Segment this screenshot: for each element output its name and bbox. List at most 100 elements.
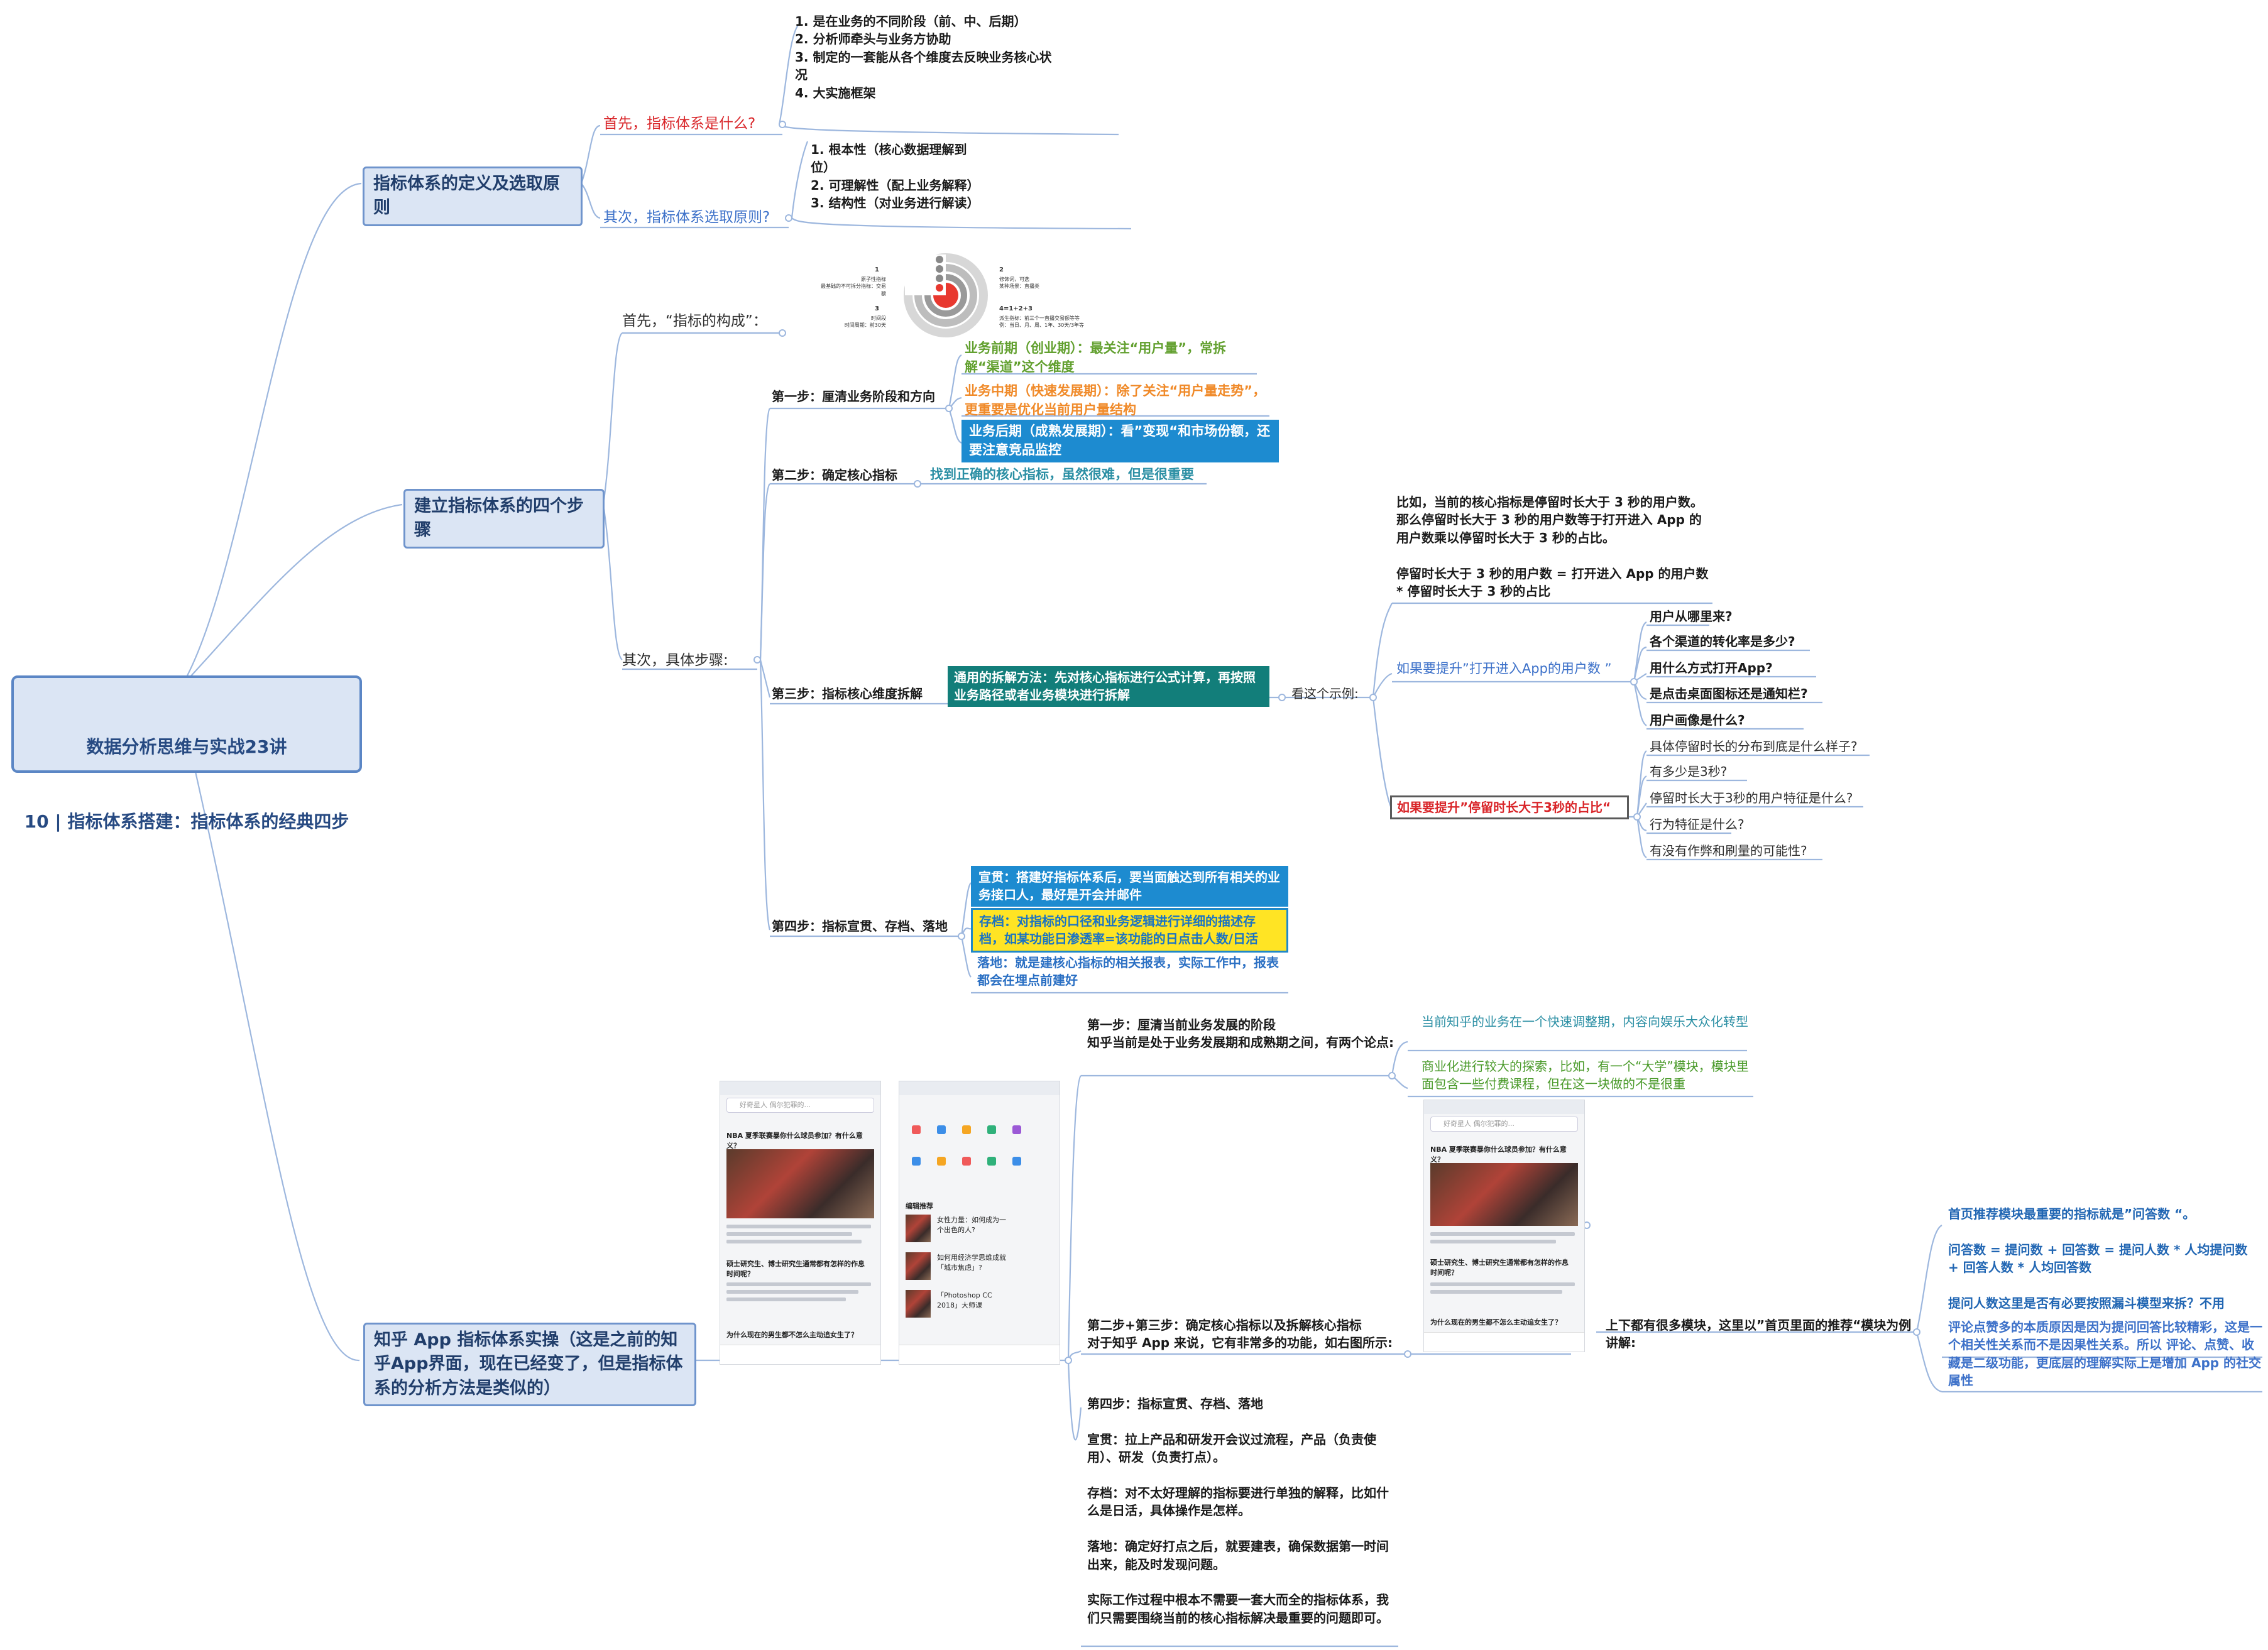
principle-list: 1. 根本性（核心数据理解到位） 2. 可理解性（配上业务解释） 3. 结构性（… (811, 142, 980, 211)
zhihu-step1-point-b[interactable]: 商业化进行较大的探索，比如，有一个“大学”模块，模块里面包含一些付费课程，但在这… (1422, 1059, 1749, 1092)
zhihu-step1[interactable]: 第一步：厘清当前业务发展的阶段 知乎当前是处于业务发展期和成熟期之间，有两个论点… (1087, 1017, 1394, 1051)
zhihu-analysis-social: 评论点赞多的本质原因是因为提问回答比较精彩，这是一个相关性关系而不是因果性关系。… (1948, 1319, 2262, 1389)
text-line (726, 1298, 846, 1301)
ring-badge-1 (936, 284, 943, 292)
step3-example-text: 比如，当前的核心指标是停留时长大于 3 秒的用户数。那么停留时长大于 3 秒的用… (1396, 494, 1709, 599)
zhihu-step4[interactable]: 第四步：指标宣贯、存档、落地 宣贯：拉上产品和研发开会议过流程，产品（负责使用）… (1087, 1396, 1389, 1625)
status-bar (720, 1081, 880, 1095)
text-line (1430, 1282, 1575, 1286)
b1-item-2[interactable]: 各个渠道的转化率是多少? (1650, 634, 1795, 649)
status-bar (899, 1081, 1060, 1095)
course-thumb (906, 1252, 931, 1280)
bottom-tab-bar[interactable] (1424, 1332, 1584, 1352)
branch-open-app-users[interactable]: 如果要提升”打开进入App的用户数 ” (1396, 661, 1612, 676)
ring-text-2: 修饰词，可选 某种场景：直播类 (999, 276, 1039, 290)
search-input[interactable]: 好奇星人 偶尔犯罪的... (726, 1098, 874, 1113)
module-icon[interactable] (937, 1125, 946, 1134)
feed-photo (1430, 1163, 1578, 1226)
step4-label[interactable]: 第四步：指标宣贯、存档、落地 (772, 919, 948, 934)
root-topic[interactable]: 数据分析思维与实战23讲 10 | 指标体系搭建：指标体系的经典四步 (11, 675, 362, 832)
step4-archive[interactable]: 存档：对指标的口径和业务逻辑进行详细的描述存档，如某功能日渗透率=该功能的日点击… (971, 908, 1288, 953)
text-line (726, 1225, 871, 1228)
course-1: 女性力量：如何成为一个出色的人? (937, 1216, 1006, 1234)
module-icon[interactable] (987, 1125, 996, 1134)
specific-steps-label[interactable]: 其次，具体步骤: (622, 652, 728, 669)
zhihu-step1-point-a[interactable]: 当前知乎的业务在一个快速调整期，内容向娱乐大众化转型 (1422, 1014, 1748, 1029)
status-bar (1424, 1100, 1584, 1114)
topic-four-steps[interactable]: 建立指标体系的四个步骤 (403, 489, 605, 549)
definition-list: 1. 是在业务的不同阶段（前、中、后期） 2. 分析师牵头与业务方协助 3. 制… (795, 14, 1052, 101)
ring-formula: 4=1+2+3 (999, 305, 1033, 312)
module-icon[interactable] (937, 1157, 946, 1166)
b1-item-5[interactable]: 用户画像是什么? (1650, 713, 1745, 728)
text-line (726, 1290, 858, 1294)
step3-method[interactable]: 通用的拆解方法：先对核心指标进行公式计算，再按照业务路径或者业务模块进行拆解 (948, 666, 1269, 707)
module-icon[interactable] (912, 1157, 921, 1166)
b2-item-1[interactable]: 具体停留时长的分布到底是什么样子? (1650, 739, 1858, 754)
module-icon[interactable] (987, 1157, 996, 1166)
module-icon[interactable] (1012, 1157, 1021, 1166)
text-line (1430, 1240, 1556, 1243)
step1-early-stage[interactable]: 业务前期（创业期）：最关注“用户量”，常拆解“渠道”这个维度 (965, 341, 1227, 374)
ring-badge-4 (936, 256, 943, 263)
ring-label-3: 3 (875, 305, 879, 312)
editor-picks-title: 编辑推荐 (906, 1202, 933, 1210)
zhihu-analysis-formula: 首页推荐模块最重要的指标就是”问答数 “。 问答数 = 提问数 + 回答数 = … (1948, 1206, 2248, 1311)
step3-label[interactable]: 第三步：指标核心维度拆解 (772, 686, 923, 701)
step1-mature-stage[interactable]: 业务后期（成熟发展期）：看”变现“和市场份额，还要注意竞品监控 (961, 420, 1279, 462)
course-thumb (906, 1290, 931, 1318)
feed-photo (726, 1149, 874, 1218)
topic-definition[interactable]: 指标体系的定义及选取原则 (363, 167, 583, 226)
module-icon[interactable] (962, 1125, 971, 1134)
text-line (726, 1240, 862, 1243)
text-line (726, 1232, 852, 1236)
zhihu-step23[interactable]: 第二步+第三步：确定核心指标以及拆解核心指标 对于知乎 App 来说，它有非常多… (1087, 1318, 1393, 1351)
b1-item-3[interactable]: 用什么方式打开App? (1650, 660, 1773, 675)
b2-item-4[interactable]: 行为特征是什么? (1650, 817, 1745, 832)
b1-item-1[interactable]: 用户从哪里来? (1650, 609, 1733, 624)
ring-text-4: 派生指标：前三个一直播交易额等等 例：当日、月、周、1年、30天/3年等 (999, 315, 1085, 329)
topic-zhihu-practice[interactable]: 知乎 App 指标体系实操（这是之前的知乎App界面，现在已经变了，但是指标体系… (363, 1323, 696, 1406)
step1-growth-stage[interactable]: 业务中期（快速发展期）：除了关注“用户量走势”，更重要是优化当前用户量结构 (965, 383, 1266, 417)
footer-question: 为什么现在的男生都不怎么主动追女生了？ (1430, 1318, 1562, 1326)
course-thumb (906, 1215, 931, 1242)
step1-label[interactable]: 第一步：厘清业务阶段和方向 (772, 389, 935, 404)
ring-badge-3 (936, 265, 943, 273)
zhihu-screenshot-home: 好奇星人 偶尔犯罪的... NBA 夏季联赛暴你什么球员参加？有什么意义？ 硕士… (720, 1081, 881, 1365)
zhihu-screenshot-recommend: 好奇星人 偶尔犯罪的... NBA 夏季联赛暴你什么球员参加？有什么意义？ 硕士… (1423, 1100, 1585, 1352)
feed-question: NBA 夏季联赛暴你什么球员参加？有什么意义？ (726, 1132, 863, 1150)
text-line (726, 1282, 871, 1286)
b1-item-4[interactable]: 是点击桌面图标还是通知栏? (1650, 686, 1808, 701)
bottom-tab-bar[interactable] (899, 1345, 1060, 1364)
indicator-composition-label[interactable]: 首先，“指标的构成”： (622, 313, 767, 329)
module-icon[interactable] (962, 1157, 971, 1166)
course-3: 「Photoshop CC 2018」大师课 (937, 1291, 992, 1309)
ring-label-1: 1 (875, 266, 879, 273)
b2-item-3[interactable]: 停留时长大于3秒的用户特征是什么? (1650, 790, 1853, 806)
q-what-is-indicator-system[interactable]: 首先，指标体系是什么? (603, 116, 756, 132)
course-2: 如何用经济学思维成就「城市焦虑」? (937, 1254, 1006, 1272)
step3-see-example[interactable]: 看这个示例: (1291, 686, 1359, 701)
step4-implement[interactable]: 落地：就是建核心指标的相关报表，实际工作中，报表都会在埋点前建好 (977, 955, 1279, 988)
ring-text-3: 时间段 时间周期：前30天 (844, 315, 886, 329)
module-icon[interactable] (1012, 1125, 1021, 1134)
b2-item-2[interactable]: 有多少是3秒? (1650, 764, 1728, 779)
footer-question: 为什么现在的男生都不怎么主动追女生了？ (726, 1331, 858, 1339)
b2-item-5[interactable]: 有没有作弊和刷量的可能性? (1650, 843, 1807, 858)
zhihu-step23-note[interactable]: 上下都有很多模块，这里以”首页里面的推荐“模块为例讲解: (1606, 1318, 1912, 1351)
indicator-composition-diagram: 1 原子性指标 最基础的不可拆分指标：交易额 2 修饰词，可选 某种场景：直播类… (811, 248, 1087, 339)
answer-title: 硕士研究生、博士研究生通常都有怎样的作息时间呢？ (726, 1260, 865, 1278)
branch-stay-ratio[interactable]: 如果要提升”停留时长大于3秒的占比“ (1390, 795, 1629, 820)
ring-text-1: 原子性指标 最基础的不可拆分指标：交易额 (821, 276, 886, 297)
search-input[interactable]: 好奇星人 偶尔犯罪的... (1430, 1117, 1578, 1132)
ring-label-2: 2 (999, 266, 1004, 273)
q-selection-principle[interactable]: 其次，指标体系选取原则? (603, 209, 770, 226)
bottom-tab-bar[interactable] (720, 1345, 880, 1364)
step2-text[interactable]: 找到正确的核心指标，虽然很难，但是很重要 (930, 467, 1194, 482)
step2-label[interactable]: 第二步：确定核心指标 (772, 467, 897, 483)
rings-svg (904, 253, 988, 337)
step4-publicize[interactable]: 宣贯：搭建好指标体系后，要当面触达到所有相关的业务接口人，最好是开会并邮件 (971, 866, 1288, 907)
text-line (1430, 1290, 1562, 1294)
ring-badge-2 (936, 275, 943, 282)
module-icon[interactable] (912, 1125, 921, 1134)
